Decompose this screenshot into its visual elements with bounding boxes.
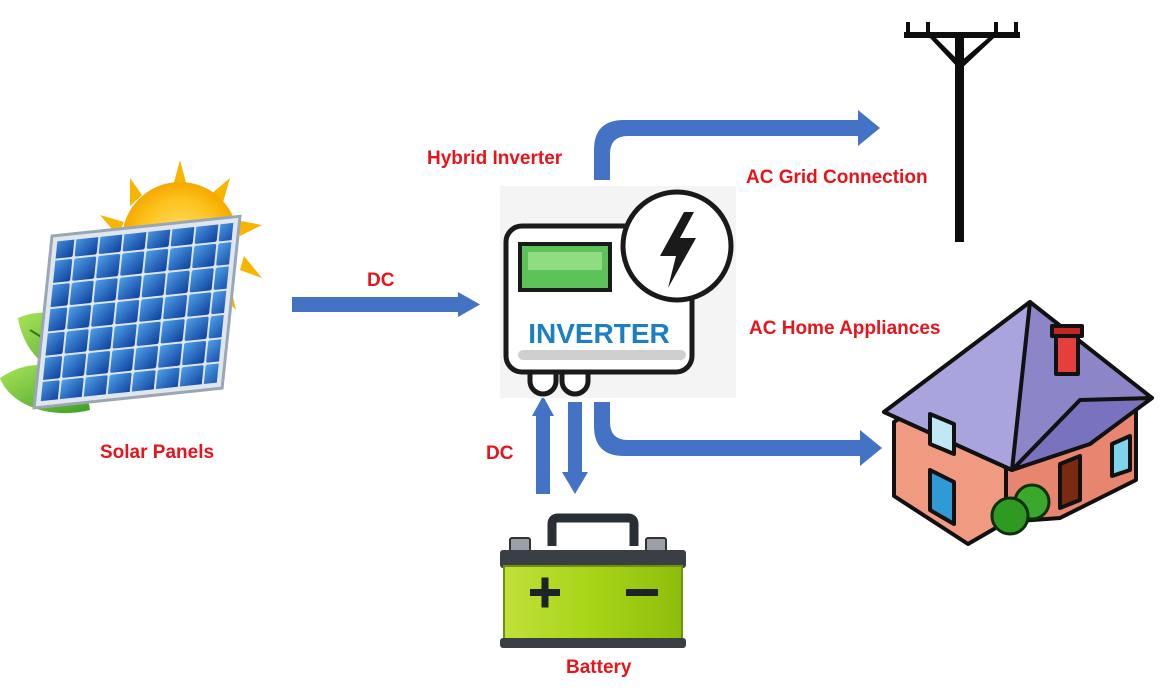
- dc-battery-label: DC: [486, 443, 514, 464]
- battery-plus-symbol: [530, 577, 560, 608]
- battery-minus-symbol: [626, 589, 658, 596]
- hybrid-inverter-label: Hybrid Inverter: [427, 148, 563, 169]
- inverter-text: INVERTER: [528, 318, 670, 349]
- battery-icon: [500, 513, 686, 648]
- power-pole-icon: [904, 22, 1020, 242]
- arrow-inverter-to-battery: [562, 402, 588, 494]
- ac-grid-connection-label: AC Grid Connection: [746, 167, 928, 188]
- solar-panels-label: Solar Panels: [100, 442, 215, 463]
- arrow-battery-to-inverter: [532, 396, 554, 494]
- lightning-icon: [660, 212, 696, 288]
- dc-solar-label: DC: [367, 270, 395, 291]
- solar-panel-icon: [0, 160, 262, 414]
- ac-home-appliances-label: AC Home Appliances: [749, 318, 941, 339]
- arrow-inverter-to-home: [594, 402, 882, 466]
- battery-label: Battery: [566, 657, 632, 678]
- arrow-inverter-to-grid: [594, 110, 880, 180]
- house-icon: [882, 300, 1154, 546]
- inverter-icon: INVERTER: [500, 186, 736, 398]
- flow-arrows: [292, 110, 882, 494]
- arrow-solar-to-inverter: [292, 292, 480, 317]
- bush-icon: [990, 483, 1051, 536]
